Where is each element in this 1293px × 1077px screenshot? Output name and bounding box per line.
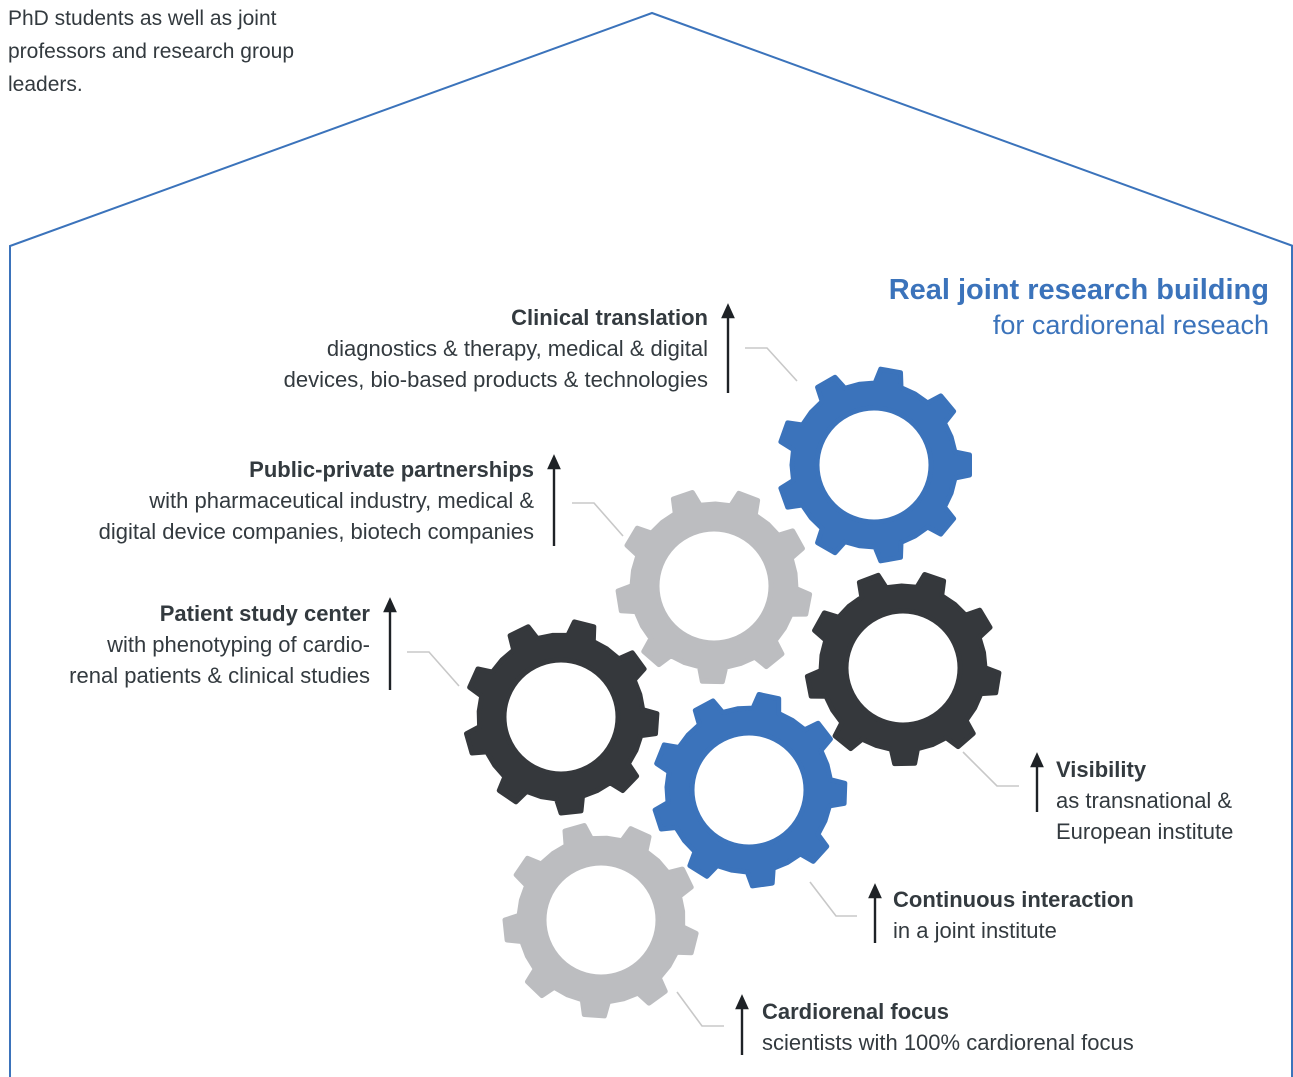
visibility-label: Visibility as transnational & European i… [1056,754,1233,847]
clinical-leader [745,347,798,382]
focus-title: Cardiorenal focus [762,999,950,1024]
patient-title: Patient study center [159,601,370,626]
patient-line1: with phenotyping of cardio- [107,632,370,657]
patient-arrow-icon [383,597,397,613]
focus-leader [676,991,724,1027]
visibility-arrow-icon [1030,752,1044,768]
focus-line1: scientists with 100% cardiorenal focus [762,1030,1134,1055]
clinical-arrow-icon [721,303,735,319]
clinical-label: Clinical translation diagnostics & thera… [284,302,708,395]
ppp-line2: digital device companies, biotech compan… [98,519,534,544]
ppp-line1: with pharmaceutical industry, medical & [149,488,534,513]
heading-title: Real joint research building [888,274,1269,306]
visibility-title: Visibility [1056,757,1147,782]
ppp-arrow-icon [547,454,561,470]
patient-leader [407,651,460,687]
interaction-leader [809,881,857,917]
visibility-line2: European institute [1056,819,1234,844]
interaction-label: Continuous interaction in a joint instit… [893,884,1134,946]
ppp-gear [615,490,813,685]
clinical-title: Clinical translation [511,305,708,330]
house-outline [9,11,1293,1077]
interaction-gear [652,692,848,889]
visibility-line1: as transnational & [1056,788,1233,813]
ppp-title: Public-private partnerships [249,457,534,482]
clinical-gear [778,366,972,564]
patient-line2: renal patients & clinical studies [69,663,370,688]
building-heading: Real joint research building for cardior… [889,272,1269,342]
interaction-line1: in a joint institute [893,918,1057,943]
ppp-leader [572,502,624,537]
ppp-label: Public-private partnerships with pharmac… [99,454,534,547]
visibility-gear [804,572,1002,767]
interaction-arrow-icon [868,883,882,899]
clinical-line1: diagnostics & therapy, medical & digital [326,336,708,361]
patient-label: Patient study center with phenotyping of… [69,598,370,691]
focus-arrow-icon [735,994,749,1010]
interaction-title: Continuous interaction [893,887,1134,912]
patient-gear [464,619,660,816]
intro-text: PhD students as well as joint professors… [8,7,294,96]
visibility-leader [962,751,1019,787]
focus-label: Cardiorenal focus scientists with 100% c… [762,996,1134,1058]
clinical-line2: devices, bio-based products & technologi… [283,367,708,392]
heading-subtitle: for cardiorenal reseach [992,310,1269,340]
focus-gear [502,823,699,1019]
